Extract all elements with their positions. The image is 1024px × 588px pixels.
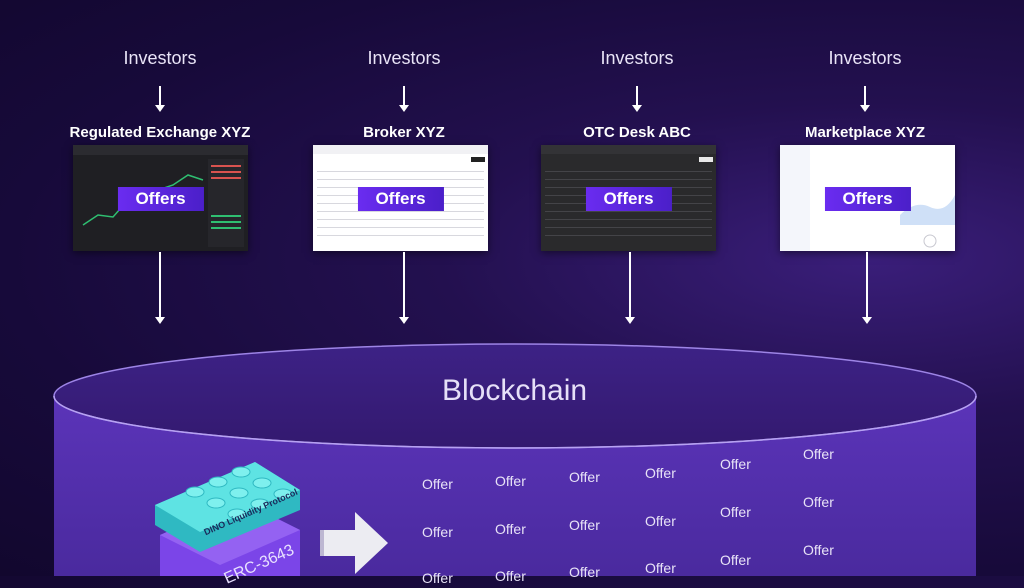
offers-badge: Offers <box>585 187 672 211</box>
offer-token: Offer <box>803 494 834 510</box>
offer-token: Offer <box>720 504 751 520</box>
arrow-down-icon <box>632 86 642 112</box>
offer-token: Offer <box>720 552 751 568</box>
investors-label: Investors <box>828 48 902 68</box>
offer-token: Offer <box>422 570 453 586</box>
offers-badge: Offers <box>357 187 444 211</box>
offer-token: Offer <box>495 568 526 584</box>
offer-token: Offer <box>645 465 676 481</box>
offer-token: Offer <box>569 564 600 580</box>
offer-token: Offer <box>569 517 600 533</box>
offer-token: Offer <box>803 446 834 462</box>
broker-screenshot: Offers <box>313 145 488 251</box>
venue-title: Broker XYZ <box>363 124 445 141</box>
offer-token: Offer <box>645 560 676 576</box>
investors-label: Investors <box>123 48 197 68</box>
offer-token: Offer <box>645 513 676 529</box>
arrow-down-icon <box>155 252 165 324</box>
venue-title: Regulated Exchange XYZ <box>69 124 251 141</box>
arrow-down-icon <box>862 252 872 324</box>
venue-title: Marketplace XYZ <box>804 124 926 141</box>
arrow-down-icon <box>860 86 870 112</box>
offer-token: Offer <box>422 524 453 540</box>
exchange-screenshot: Offers <box>73 145 248 251</box>
offers-badge: Offers <box>824 187 911 211</box>
arrow-down-icon <box>625 252 635 324</box>
venue-title: OTC Desk ABC <box>583 124 691 141</box>
investors-label: Investors <box>367 48 441 68</box>
arrow-down-icon <box>399 86 409 112</box>
investors-label: Investors <box>600 48 674 68</box>
blockchain-title: Blockchain <box>442 374 588 407</box>
offer-token: Offer <box>495 473 526 489</box>
offer-token: Offer <box>422 476 453 492</box>
otc-screenshot: Offers <box>541 145 716 251</box>
offer-token: Offer <box>495 521 526 537</box>
offers-badge: Offers <box>117 187 204 211</box>
offer-token: Offer <box>569 469 600 485</box>
offer-token: Offer <box>720 456 751 472</box>
dashboard-thumbnail <box>780 145 955 251</box>
offer-token: Offer <box>803 542 834 558</box>
arrow-down-icon <box>399 252 409 324</box>
lego-bricks-icon <box>155 462 388 576</box>
marketplace-screenshot: Offers <box>780 145 955 251</box>
arrow-down-icon <box>155 86 165 112</box>
trading-chart-thumbnail <box>73 145 248 247</box>
